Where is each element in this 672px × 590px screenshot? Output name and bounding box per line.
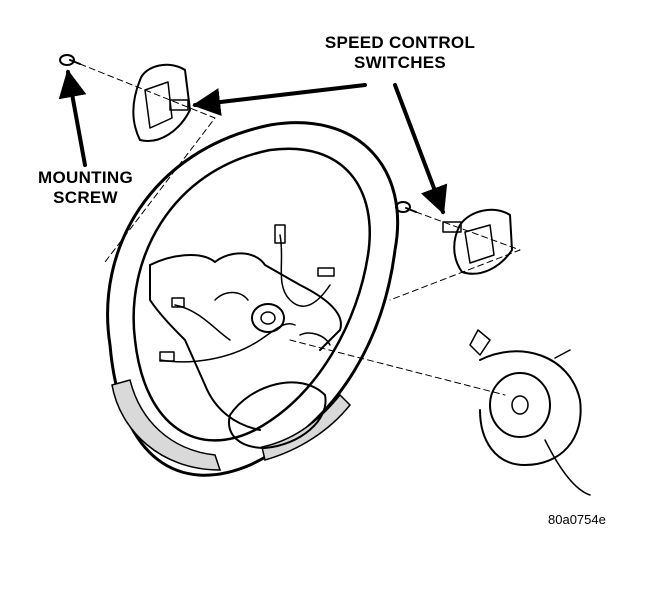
mounting-screw-label: MOUNTING SCREW [18, 168, 153, 208]
speed-control-switches-label: SPEED CONTROL SWITCHES [300, 33, 500, 73]
steering-wheel-hub [149, 224, 342, 449]
mounting-screw-right [395, 201, 417, 213]
speed-control-label-line1: SPEED CONTROL [324, 33, 476, 52]
mounting-screw-left [59, 54, 81, 66]
speed-control-label-line2: SWITCHES [353, 53, 447, 72]
figure-code: 80a0754e [548, 512, 606, 527]
callout-arrows [58, 69, 448, 215]
left-speed-control-switch [132, 63, 191, 142]
arrow-to-left-switch [192, 83, 367, 116]
mounting-label-line1: MOUNTING [38, 168, 133, 187]
right-speed-control-switch [442, 208, 513, 275]
alignment-lines [79, 63, 521, 396]
arrow-to-right-switch [393, 83, 448, 215]
arrow-to-mounting-screw [58, 69, 87, 167]
mounting-label-line2: SCREW [53, 188, 118, 207]
clockspring [469, 329, 591, 496]
